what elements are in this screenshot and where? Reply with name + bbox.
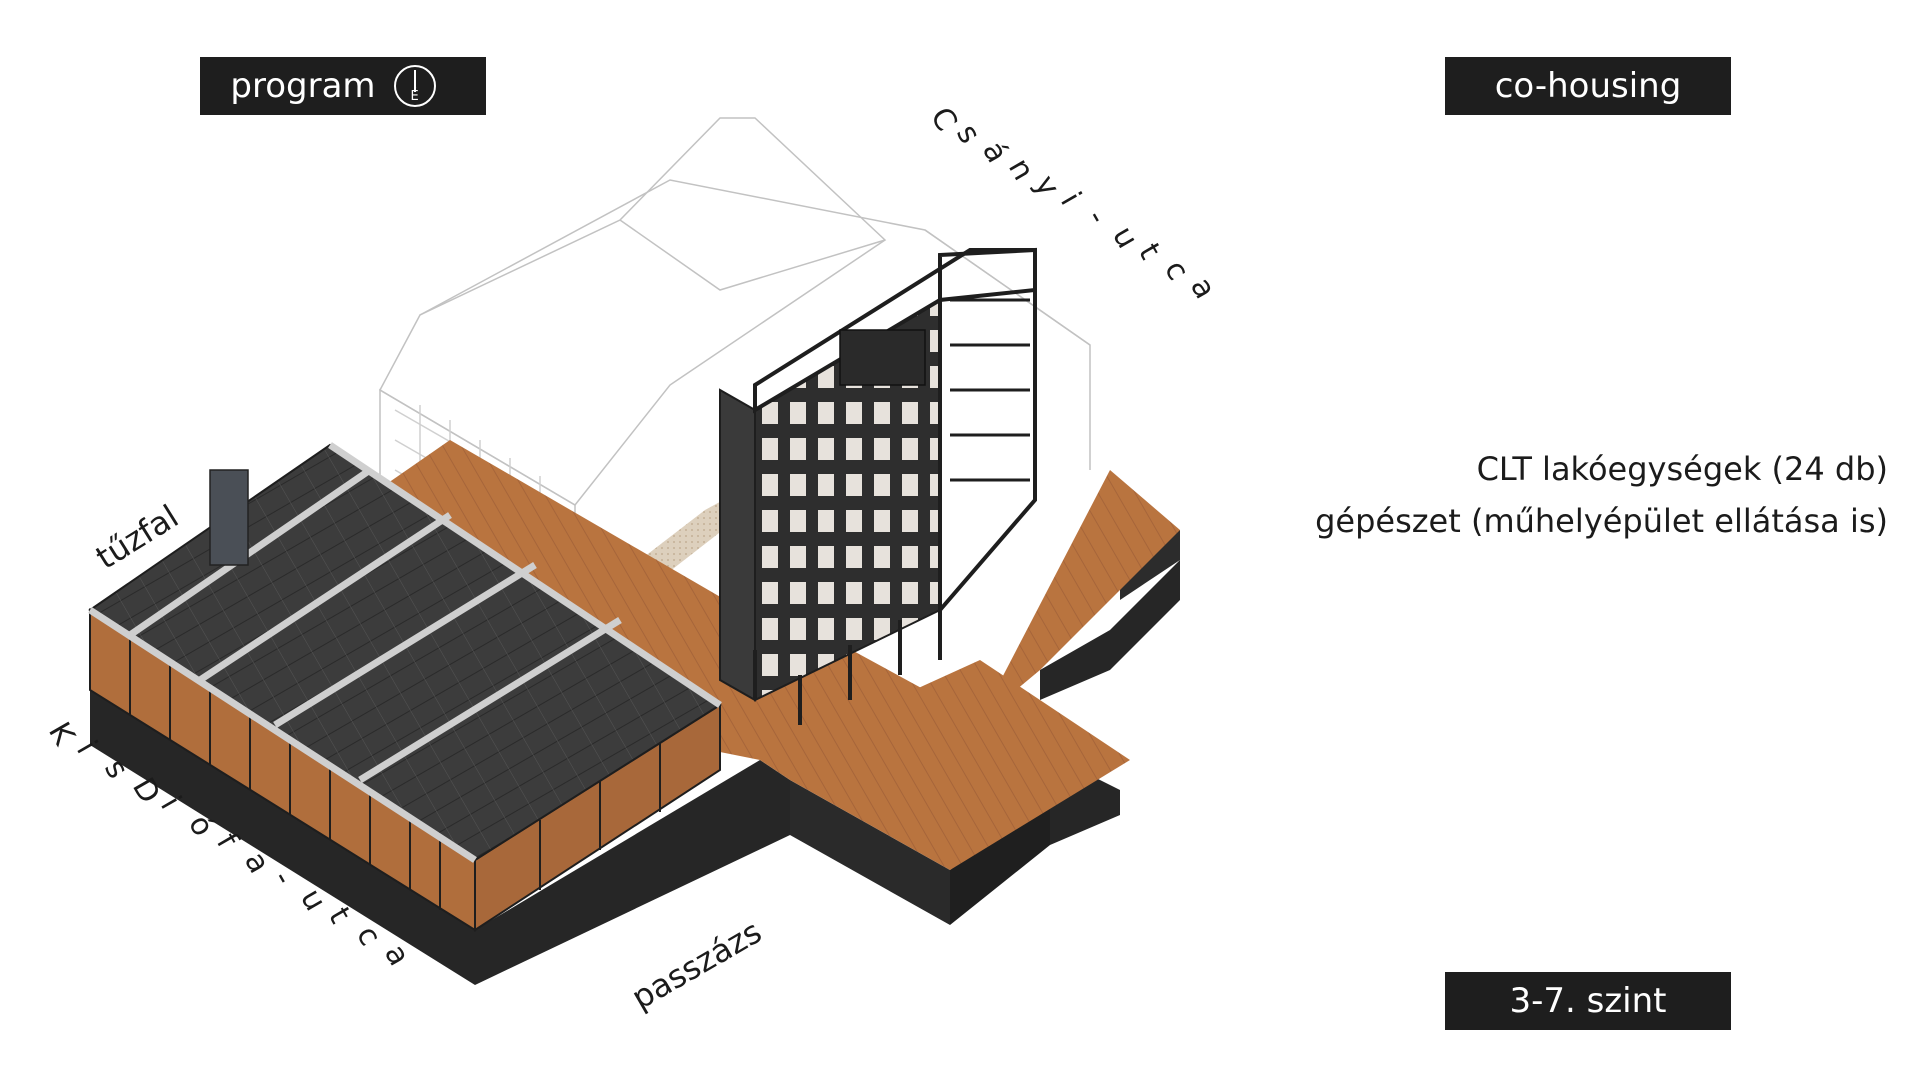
program-label: program É xyxy=(200,57,486,115)
workshop-mullions xyxy=(129,635,661,910)
existing-building-rear xyxy=(924,229,1091,470)
tower-stair-landings xyxy=(950,298,1030,482)
plinth-front-left xyxy=(90,690,475,985)
workshop-chimney xyxy=(209,469,249,566)
street-kisdiofa-letter: c xyxy=(349,920,388,952)
workshop-glasshouse xyxy=(88,442,722,932)
plinth-rear-right xyxy=(1120,530,1180,600)
deck-east-arm xyxy=(980,470,1180,720)
tower-pilotis xyxy=(753,610,942,725)
tower-left-facade xyxy=(719,388,756,702)
cohousing-label-text: co-housing xyxy=(1494,66,1682,106)
description-block: CLT lakóegységek (24 db) gépészet (műhel… xyxy=(1315,443,1888,547)
compass-letter: É xyxy=(410,89,419,104)
street-kisdiofa-letter: u xyxy=(293,883,333,917)
level-label-text: 3-7. szint xyxy=(1509,981,1667,1021)
street-csanyi-letter: - xyxy=(1079,204,1115,231)
street-kisdiofa-letter: f xyxy=(209,828,245,856)
annotation-passzazs: passzázs xyxy=(625,912,768,1016)
street-kisdiofa-letter: - xyxy=(265,865,301,892)
level-label: 3-7. szint xyxy=(1445,972,1731,1030)
plinth-rear-arm xyxy=(1040,560,1180,700)
compass-needle xyxy=(413,70,416,92)
site-plinth xyxy=(90,530,1180,985)
street-kisdiofa-letter: K xyxy=(41,717,82,753)
street-kisdiofa-letter: a xyxy=(377,939,417,972)
street-csanyi-letter: y xyxy=(1027,170,1066,203)
street-csanyi-letter: i xyxy=(1053,187,1087,212)
program-label-text: program xyxy=(230,66,376,106)
tower-stair-core xyxy=(938,247,1037,616)
existing-building-roof-left xyxy=(379,117,887,506)
cohousing-tower xyxy=(719,247,1037,725)
plinth-front-mid xyxy=(475,760,790,985)
street-kisdiofa-letter: t xyxy=(321,902,357,930)
street-kisdiofa-letter: a xyxy=(237,846,277,879)
description-line-2: gépészet (műhelyépület ellátása is) xyxy=(1315,502,1888,540)
street-csanyi-letter: á xyxy=(975,136,1015,169)
tower-rooftop-plant xyxy=(839,329,926,386)
existing-building-ridge xyxy=(419,179,1091,346)
street-csanyi-letter: a xyxy=(1183,272,1223,305)
deck-south-wing xyxy=(760,660,1130,870)
existing-building-hip xyxy=(619,219,886,291)
cohousing-label: co-housing xyxy=(1445,57,1731,115)
workshop-roof-beams xyxy=(88,442,722,863)
description-line-1: CLT lakóegységek (24 db) xyxy=(1476,450,1888,488)
street-kisdiofa-letter: ó xyxy=(181,809,220,842)
north-compass-icon: É xyxy=(393,65,436,107)
street-csanyi-letter: c xyxy=(1157,255,1196,287)
plinth-wing-front xyxy=(790,780,950,925)
